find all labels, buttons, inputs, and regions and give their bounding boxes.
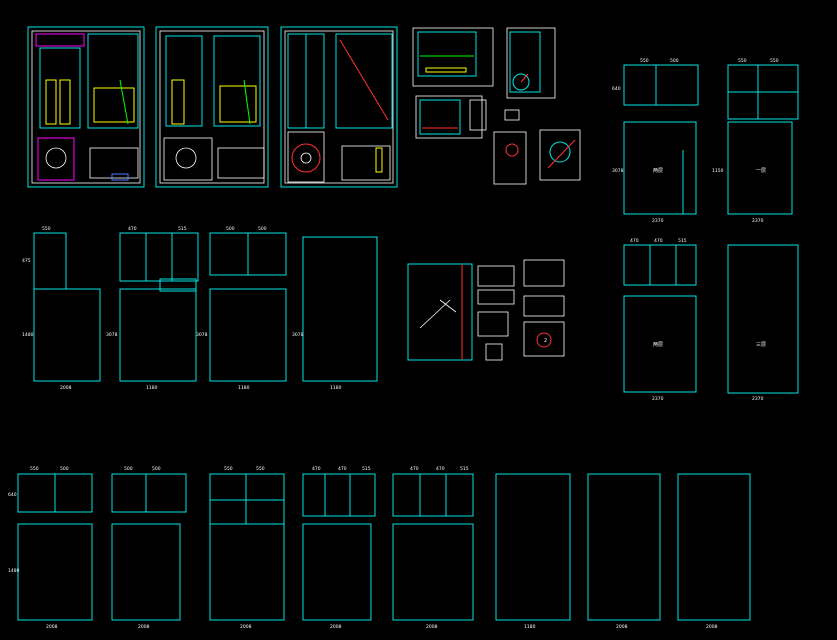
dim-2008-g: 2008 xyxy=(616,624,628,630)
dim-2370-a: 2370 xyxy=(652,218,664,224)
dim-1180-d: 1180 xyxy=(524,624,536,630)
dim-470-b: 470 xyxy=(654,238,663,244)
dim-500-b: 500 xyxy=(226,226,235,232)
dim-1480-a: 1480 xyxy=(22,332,34,338)
label-one-layer: 一层 xyxy=(756,168,766,174)
view-three-layer: 2370 三层 xyxy=(727,244,799,402)
dim-500-f: 500 xyxy=(152,466,161,472)
detail-block-a xyxy=(412,27,581,185)
dim-2370-c: 2370 xyxy=(652,396,664,402)
dim-515-b: 515 xyxy=(178,226,187,232)
dim-2008-c: 2008 xyxy=(138,624,150,630)
dim-550-a: 550 xyxy=(640,58,649,64)
dim-550-f: 550 xyxy=(224,466,233,472)
dim-515-d: 515 xyxy=(460,466,469,472)
dim-500-e: 500 xyxy=(124,466,133,472)
view-two-layer-b: 470 470 515 2370 两层 xyxy=(623,238,697,402)
dim-2370-b: 2370 xyxy=(752,218,764,224)
detail-block-b: 2 xyxy=(407,259,565,361)
view-two-layer-a: 550 500 640 3078 2370 两层 xyxy=(612,58,699,224)
dim-550-c: 550 xyxy=(770,58,779,64)
dim-500-c: 500 xyxy=(258,226,267,232)
dim-470-e: 470 xyxy=(338,466,347,472)
label-two-layer: 两层 xyxy=(653,168,663,174)
dim-2008-a: 2008 xyxy=(60,385,72,391)
dim-1150-a: 1150 xyxy=(712,168,724,174)
dim-470-d: 470 xyxy=(312,466,321,472)
dim-1180-a: 1180 xyxy=(146,385,158,391)
dim-515-a: 515 xyxy=(678,238,687,244)
dim-470-c: 470 xyxy=(128,226,137,232)
dim-515-c: 515 xyxy=(362,466,371,472)
dim-500-a: 500 xyxy=(670,58,679,64)
sheet-1 xyxy=(27,26,145,188)
dim-2008-f: 2008 xyxy=(426,624,438,630)
sheet-3 xyxy=(280,26,398,188)
dim-3078-c: 3078 xyxy=(196,332,208,338)
dim-2008-h: 2008 xyxy=(706,624,718,630)
dim-1180-c: 1180 xyxy=(330,385,342,391)
row3-elevations: 550 500 640 1480 2008 500 500 2008 550 5… xyxy=(8,466,751,630)
dim-500-d: 500 xyxy=(60,466,69,472)
dim-1180-b: 1180 xyxy=(238,385,250,391)
dim-1480-b: 1480 xyxy=(8,568,20,574)
dim-2008-d: 2008 xyxy=(240,624,252,630)
label-three-layer: 三层 xyxy=(756,342,766,348)
dim-550-e: 550 xyxy=(30,466,39,472)
dim-470-f: 470 xyxy=(410,466,419,472)
dim-3078-b: 3078 xyxy=(106,332,118,338)
dim-2370-d: 2370 xyxy=(752,396,764,402)
label-two-layer-b: 两层 xyxy=(653,342,663,348)
row2-elevations: 550 475 1480 2008 470 515 3078 1180 500 … xyxy=(22,226,378,391)
dim-2008-e: 2008 xyxy=(330,624,342,630)
dim-470-g: 470 xyxy=(436,466,445,472)
dim-3078-d: 3078 xyxy=(292,332,304,338)
dim-475-a: 475 xyxy=(22,258,31,264)
dim-550-g: 550 xyxy=(256,466,265,472)
dim-550-b: 550 xyxy=(738,58,747,64)
dim-470-a: 470 xyxy=(630,238,639,244)
dim-550-d: 550 xyxy=(42,226,51,232)
mark-2: 2 xyxy=(544,338,547,344)
dim-3078-a: 3078 xyxy=(612,168,624,174)
dim-640-a: 640 xyxy=(612,86,621,92)
sheet-2 xyxy=(155,26,269,188)
dim-640-b: 640 xyxy=(8,492,17,498)
view-one-layer: 550 550 1150 2370 一层 xyxy=(712,58,799,224)
dim-2008-b: 2008 xyxy=(46,624,58,630)
